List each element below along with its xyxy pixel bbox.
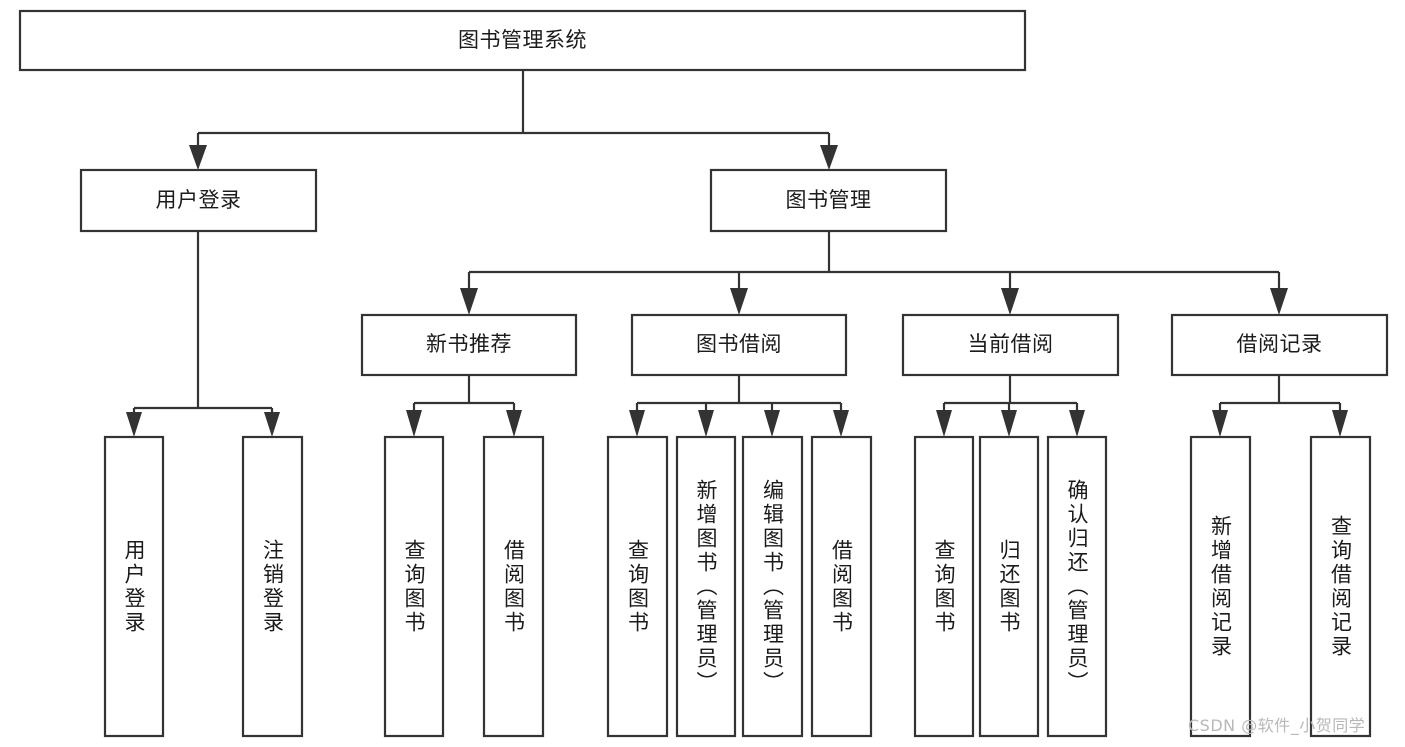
arrow-head-current-borrow bbox=[1001, 288, 1019, 315]
connector-group-book-borrow bbox=[629, 375, 849, 437]
node-box-user-login[interactable] bbox=[79, 168, 318, 233]
node-box-leaf-query-book-2[interactable] bbox=[606, 435, 669, 738]
node-box-leaf-borrow-book-1[interactable] bbox=[482, 435, 545, 738]
arrow-head-leaf-borrow-book-2 bbox=[833, 410, 849, 437]
node-box-leaf-add-record[interactable] bbox=[1189, 435, 1252, 738]
arrow-head-leaf-query-book-3 bbox=[936, 410, 952, 437]
arrow-head-borrow-record bbox=[1270, 288, 1288, 315]
arrow-head-leaf-return-book bbox=[1001, 410, 1017, 437]
node-box-borrow-record[interactable] bbox=[1170, 313, 1389, 377]
arrow-head-leaf-user-logout bbox=[264, 412, 280, 437]
node-box-leaf-edit-book[interactable] bbox=[741, 435, 804, 738]
node-box-root[interactable] bbox=[18, 9, 1027, 72]
arrow-head-user-login bbox=[189, 145, 207, 170]
node-box-book-borrow[interactable] bbox=[630, 313, 848, 377]
connector-group-new-book-rec bbox=[406, 375, 522, 437]
node-box-leaf-query-record[interactable] bbox=[1309, 435, 1372, 738]
arrow-head-new-book-rec bbox=[460, 288, 478, 315]
connector-group-user-login bbox=[126, 231, 280, 437]
node-box-leaf-user-logout[interactable] bbox=[241, 435, 304, 738]
arrow-head-leaf-query-book-2 bbox=[629, 410, 645, 437]
node-box-leaf-confirm-return[interactable] bbox=[1046, 435, 1108, 738]
node-box-leaf-return-book[interactable] bbox=[978, 435, 1040, 738]
arrow-head-leaf-borrow-book-1 bbox=[506, 410, 522, 437]
node-box-leaf-query-book-1[interactable] bbox=[383, 435, 445, 738]
arrow-head-leaf-query-record bbox=[1332, 410, 1348, 437]
node-box-leaf-user-login[interactable] bbox=[103, 435, 165, 738]
connector-group-book-manage bbox=[460, 231, 1288, 315]
node-box-book-manage[interactable] bbox=[709, 168, 948, 233]
node-box-new-book-rec[interactable] bbox=[360, 313, 578, 377]
arrow-head-leaf-user-login bbox=[126, 412, 142, 437]
arrow-head-leaf-add-record bbox=[1212, 410, 1228, 437]
arrow-head-book-manage bbox=[820, 145, 838, 170]
node-box-leaf-query-book-3[interactable] bbox=[913, 435, 975, 738]
arrow-head-book-borrow bbox=[730, 288, 748, 315]
node-boxes bbox=[18, 9, 1389, 738]
arrow-head-leaf-confirm-return bbox=[1069, 410, 1085, 437]
connector-group-current-borrow bbox=[936, 375, 1085, 437]
node-box-leaf-add-book[interactable] bbox=[675, 435, 737, 738]
arrow-head-leaf-query-book-1 bbox=[406, 410, 422, 437]
connector-group-borrow-record bbox=[1212, 375, 1348, 437]
node-box-current-borrow[interactable] bbox=[901, 313, 1120, 377]
connector-group-root bbox=[189, 70, 838, 170]
node-box-leaf-borrow-book-2[interactable] bbox=[810, 435, 873, 738]
arrow-head-leaf-edit-book bbox=[764, 410, 780, 437]
csdn-watermark: CSDN @软件_小贺同学 bbox=[1188, 716, 1366, 735]
arrow-head-leaf-add-book bbox=[698, 410, 714, 437]
